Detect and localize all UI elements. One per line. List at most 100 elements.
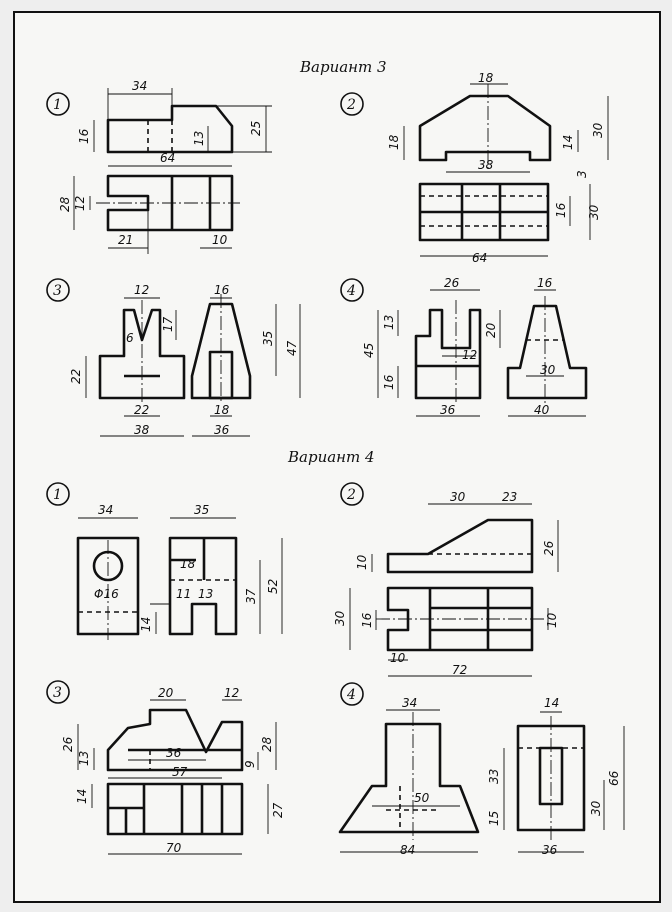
sheet-frame bbox=[13, 11, 661, 903]
task-number: 4 bbox=[346, 283, 356, 299]
dim-13: 13 bbox=[192, 131, 206, 146]
dim-26: 26 bbox=[542, 540, 556, 556]
dim-20: 20 bbox=[158, 686, 174, 700]
dim-28: 28 bbox=[260, 736, 274, 752]
dim-15: 15 bbox=[487, 811, 501, 826]
dim-13: 13 bbox=[77, 751, 91, 766]
v3-p4-front-view bbox=[414, 308, 482, 400]
dim-26: 26 bbox=[61, 736, 75, 752]
dim-16: 16 bbox=[77, 128, 91, 144]
dim-16: 16 bbox=[554, 202, 568, 218]
dim-30: 30 bbox=[450, 490, 466, 504]
dim-17: 17 bbox=[161, 316, 175, 332]
dim-36: 36 bbox=[440, 403, 456, 417]
dim-16: 16 bbox=[360, 612, 374, 628]
dim-10: 10 bbox=[212, 233, 228, 247]
dim-16: 16 bbox=[537, 276, 553, 290]
dim-12: 12 bbox=[462, 348, 477, 362]
v4-p1-side-view bbox=[168, 536, 238, 636]
task-number: 4 bbox=[346, 687, 356, 703]
dim-6: 6 bbox=[126, 331, 134, 345]
dim-25: 25 bbox=[249, 121, 263, 136]
dim-57: 57 bbox=[172, 765, 188, 779]
dim-14: 14 bbox=[139, 617, 153, 632]
dim-64: 64 bbox=[160, 151, 175, 165]
dim-12: 12 bbox=[224, 686, 239, 700]
dim-26: 26 bbox=[444, 276, 460, 290]
dim-45: 45 bbox=[362, 343, 376, 358]
dim-12: 12 bbox=[134, 283, 149, 297]
task-number: 3 bbox=[53, 685, 62, 701]
dim-16-side: 16 bbox=[382, 374, 396, 390]
dim-14: 14 bbox=[561, 135, 575, 150]
dim-38: 38 bbox=[134, 423, 150, 437]
variant-3-title: Вариант 3 bbox=[299, 58, 387, 76]
v3-p1-front-view bbox=[106, 104, 234, 154]
task-number-circle bbox=[46, 482, 70, 506]
dim-33: 33 bbox=[487, 769, 501, 784]
dim-13: 13 bbox=[382, 315, 396, 330]
dim-52: 52 bbox=[266, 579, 280, 594]
v3-p3-side-view bbox=[190, 302, 252, 400]
v4-task-1: 1 34 35 18 52 Φ16 37 11 13 14 bbox=[46, 482, 283, 640]
dim-50: 50 bbox=[414, 791, 430, 805]
dim-40: 40 bbox=[534, 403, 550, 417]
dim-36: 36 bbox=[542, 843, 558, 857]
task-number: 2 bbox=[346, 487, 356, 503]
v3-task-3: 3 12 16 17 6 35 47 22 22 18 38 36 bbox=[46, 278, 301, 437]
dim-16: 16 bbox=[214, 283, 230, 297]
task-number: 2 bbox=[346, 97, 356, 113]
outline bbox=[208, 350, 234, 400]
v4-p4-side-view bbox=[516, 724, 586, 832]
dim-21: 21 bbox=[118, 233, 133, 247]
dim-10-right: 10 bbox=[545, 612, 559, 628]
dim-18-side: 18 bbox=[387, 134, 401, 150]
dim-12: 12 bbox=[73, 196, 87, 211]
dim-72: 72 bbox=[452, 663, 467, 677]
dim-22: 22 bbox=[134, 403, 149, 417]
dim-13: 13 bbox=[198, 587, 213, 601]
v4-p3-top-view bbox=[106, 782, 244, 836]
v4-p4-front-view bbox=[338, 722, 480, 834]
dim-phi16: Φ16 bbox=[94, 587, 119, 601]
dim-84: 84 bbox=[400, 843, 415, 857]
dim-30: 30 bbox=[540, 363, 556, 377]
v4-task-4: 4 34 14 50 66 33 15 30 84 36 bbox=[338, 682, 625, 857]
dim-18: 18 bbox=[214, 403, 230, 417]
dim-70: 70 bbox=[166, 841, 182, 855]
v4-task-3: 3 20 12 26 13 36 28 9 57 14 27 70 bbox=[46, 680, 285, 855]
v4-p3-front-view bbox=[106, 708, 244, 772]
dim-34: 34 bbox=[98, 503, 113, 517]
task-number: 3 bbox=[53, 283, 62, 299]
dim-28: 28 bbox=[58, 196, 72, 212]
task-number: 1 bbox=[53, 487, 62, 503]
dim-34: 34 bbox=[402, 696, 417, 710]
v3-task-1: 1 34 16 13 25 64 28 12 21 10 bbox=[46, 79, 272, 254]
dim-35: 35 bbox=[261, 331, 275, 346]
task-number-circle bbox=[340, 92, 364, 116]
dim-14: 14 bbox=[75, 789, 89, 804]
dim-36: 36 bbox=[214, 423, 230, 437]
dim-23: 23 bbox=[502, 490, 517, 504]
dim-30-top: 30 bbox=[587, 204, 601, 220]
v4-task-2: 2 30 23 26 10 30 16 10 10 72 bbox=[333, 482, 559, 677]
dim-3: 3 bbox=[575, 170, 589, 178]
task-number-circle bbox=[340, 278, 364, 302]
task-number-circle bbox=[46, 92, 70, 116]
task-number: 1 bbox=[53, 97, 62, 113]
dim-38: 38 bbox=[478, 158, 494, 172]
dim-11: 11 bbox=[176, 587, 191, 601]
dim-37: 37 bbox=[244, 588, 258, 604]
task-number-circle bbox=[340, 482, 364, 506]
v3-task-4: 4 26 16 13 20 45 12 16 30 36 40 bbox=[340, 276, 588, 417]
dim-30: 30 bbox=[591, 122, 605, 138]
task-number-circle bbox=[340, 682, 364, 706]
dim-30: 30 bbox=[589, 800, 603, 816]
dim-9: 9 bbox=[243, 760, 257, 768]
v3-p4-side-view bbox=[506, 304, 588, 400]
dim-18: 18 bbox=[180, 557, 196, 571]
dim-66: 66 bbox=[607, 770, 621, 786]
dim-14: 14 bbox=[544, 696, 559, 710]
